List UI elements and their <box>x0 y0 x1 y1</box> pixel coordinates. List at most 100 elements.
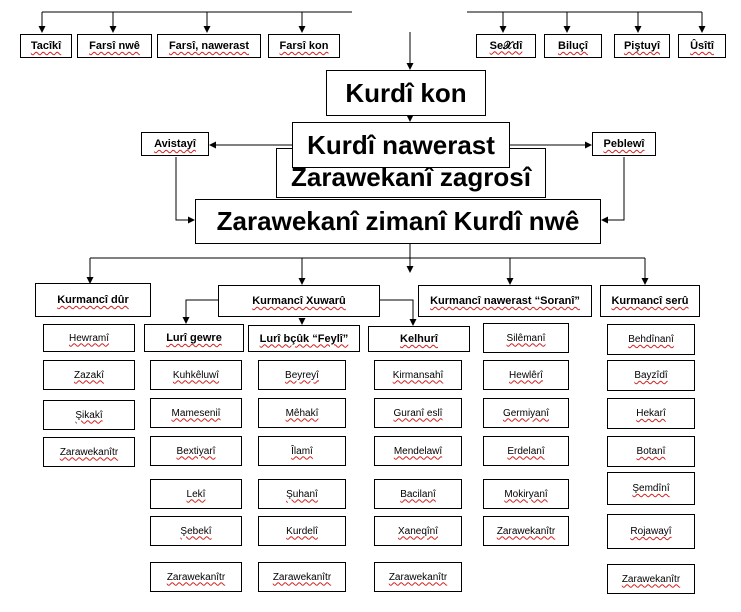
sorani-item: Mokiryanî <box>483 479 569 509</box>
seru-item: Botanî <box>607 436 695 467</box>
box-sexdi: Se𝒳dî <box>476 34 536 58</box>
label: Piştuyî <box>623 40 661 52</box>
label: Zazakî <box>73 369 104 381</box>
label: Kurdelî <box>286 525 318 537</box>
label: Xaneqînî <box>397 525 439 537</box>
label: Zarawekanîtr <box>59 446 119 458</box>
label: Lurî bçûk “Feylî” <box>259 332 349 345</box>
luri-gewre-item: Şebekî <box>150 516 242 546</box>
label: Peblewî <box>603 138 645 150</box>
label: Mokiryanî <box>504 488 548 500</box>
label: Kurdî kon <box>345 77 467 108</box>
box-kelhuri: Kelhurî <box>368 326 470 352</box>
seru-item: Hekarî <box>607 398 695 429</box>
sorani-item: Erdelanî <box>483 436 569 466</box>
label: Avistayî <box>154 138 196 150</box>
label: Silêmanî <box>506 332 546 344</box>
label: Hewlêrî <box>509 369 543 381</box>
box-avistayi: Avistayî <box>141 132 209 156</box>
luri-gewre-item: Mameseniî <box>150 398 242 428</box>
box-farsi-kon: Farsî kon <box>268 34 340 58</box>
label: Farsî nwê <box>89 40 140 52</box>
dur-item: Zazakî <box>43 360 135 390</box>
label: Zarawekanîtr <box>272 571 332 583</box>
label: Şebekî <box>180 525 212 537</box>
box-kurdi-nawerast: Kurdî nawerast <box>292 122 510 168</box>
label: Behdînanî <box>628 334 674 345</box>
label: Zarawekanîtr <box>166 571 226 583</box>
xuwaru-left <box>182 299 218 324</box>
luri-bcuk-item: Îlamî <box>258 436 346 466</box>
kelhuri-item: Mendelawî <box>374 436 462 466</box>
label: Farsî kon <box>279 40 329 52</box>
sorani-item: Hewlêrî <box>483 360 569 390</box>
luri-gewre-item: Bextiyarî <box>150 436 242 466</box>
kelhuri-item: Kirmansahî <box>374 360 462 390</box>
seru-item: Zarawekanîtr <box>607 564 695 594</box>
kelhuri-item: Xaneqînî <box>374 516 462 546</box>
label: Bayzîdî <box>634 370 668 381</box>
label: Kurmancî dûr <box>57 294 129 306</box>
luri-bcuk-item: Şuhanî <box>258 479 346 509</box>
box-kurmanci-seru: Kurmancî serû <box>600 285 700 317</box>
label: Erdelanî <box>507 445 545 457</box>
label: Şuhanî <box>286 488 318 500</box>
dur-item: Hewramî <box>43 324 135 352</box>
luri-bcuk-item: Beyreyî <box>258 360 346 390</box>
dur-item: Zarawekanîtr <box>43 437 135 467</box>
sorani-item: Germiyanî <box>483 398 569 428</box>
label: Zarawekanî zimanî Kurdî nwê <box>216 206 580 236</box>
box-kurmanci-dur: Kurmancî dûr <box>35 283 151 317</box>
label: Se𝒳dî <box>489 39 523 52</box>
seru-item: Şemdînî <box>607 472 695 505</box>
label: Mêhakî <box>285 407 319 419</box>
luri-bcuk-item: Kurdelî <box>258 516 346 546</box>
kelhuri-item: Guranî eslî <box>374 398 462 428</box>
label: Zarawekanîtr <box>388 571 448 583</box>
label: Kelhurî <box>400 333 438 345</box>
box-luri-bcuk: Lurî bçûk “Feylî” <box>248 325 360 352</box>
label: Zarawekanîtr <box>496 525 556 537</box>
label: Lekî <box>186 488 206 500</box>
luri-gewre-item: Lekî <box>150 479 242 509</box>
label: Kuhkêluwî <box>172 369 220 381</box>
sorani-item: Zarawekanîtr <box>483 516 569 546</box>
label: Mendelawî <box>393 445 443 457</box>
label: Hekarî <box>636 408 666 419</box>
box-pistuyi: Piştuyî <box>614 34 670 58</box>
kelhuri-item: Zarawekanîtr <box>374 562 462 592</box>
label: Ûsîtî <box>690 40 714 52</box>
luri-gewre-item: Zarawekanîtr <box>150 562 242 592</box>
seru-item: Bayzîdî <box>607 360 695 391</box>
box-usiti: Ûsîtî <box>678 34 726 58</box>
luri-bcuk-item: Zarawekanîtr <box>258 562 346 592</box>
box-peblewi: Peblewî <box>592 132 656 156</box>
avistayi-down <box>175 157 195 224</box>
label: Kurmancî Xuwarû <box>252 295 346 307</box>
label: Şemdînî <box>632 483 670 494</box>
label: Zarawekanîtr <box>621 573 681 585</box>
label: Îlamî <box>291 445 313 457</box>
label: Hewramî <box>68 332 109 344</box>
box-tacîkî: Tacîkî <box>20 34 72 58</box>
label: Beyreyî <box>285 369 319 381</box>
label: Germiyanî <box>502 407 550 419</box>
label: Rojawayî <box>630 526 672 537</box>
label: Bextiyarî <box>176 445 216 457</box>
label: Lurî gewre <box>166 332 222 344</box>
box-farsi-nawerast: Farsî, nawerast <box>157 34 261 58</box>
dur-item: Şikakî <box>43 400 135 430</box>
box-main: Zarawekanî zimanî Kurdî nwê <box>195 199 601 244</box>
seru-item: Rojawayî <box>607 514 695 549</box>
sorani-item: Silêmanî <box>483 323 569 353</box>
label: Botanî <box>636 446 666 457</box>
box-farsi-nwe: Farsî nwê <box>77 34 152 58</box>
box-biluci: Biluçî <box>544 34 602 58</box>
luri-gewre-item: Kuhkêluwî <box>150 360 242 390</box>
luri-bcuk-item: Mêhakî <box>258 398 346 428</box>
label: Mameseniî <box>171 407 221 419</box>
xuwaru-right <box>380 299 417 326</box>
label: Biluçî <box>558 40 588 52</box>
label: Kirmansahî <box>392 369 444 381</box>
